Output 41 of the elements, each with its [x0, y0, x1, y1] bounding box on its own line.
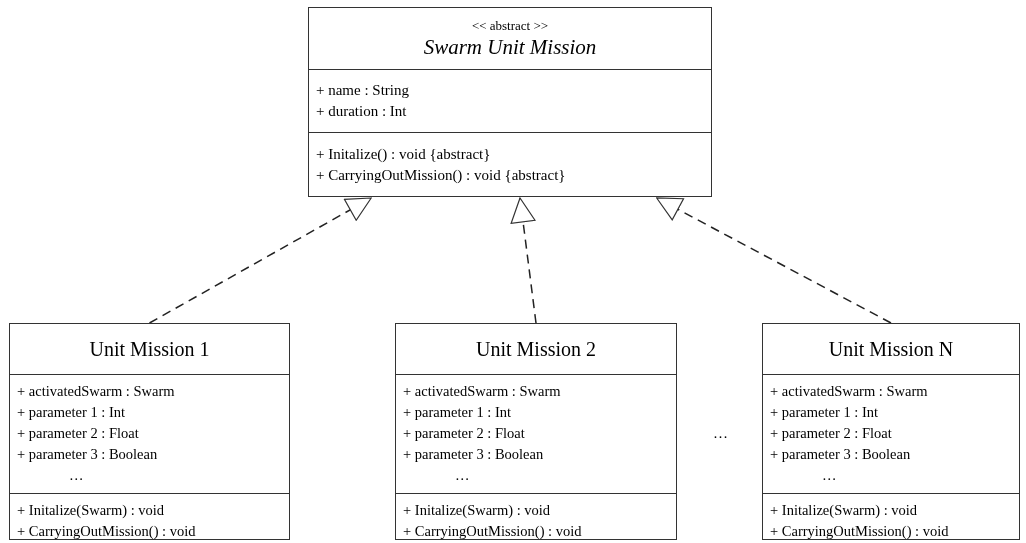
- class-member: + name : String: [316, 81, 410, 100]
- class-compartment: [10, 493, 289, 539]
- class-member: + parameter 1 : Int: [17, 403, 126, 422]
- class-compartment: [396, 493, 676, 539]
- class-member: + parameter 2 : Float: [17, 424, 139, 443]
- class-member: + parameter 2 : Float: [403, 424, 525, 443]
- class-member: + CarryingOutMission() : void: [770, 522, 949, 541]
- class-member: + parameter 3 : Boolean: [770, 445, 911, 464]
- class-member: + Initalize(Swarm) : void: [17, 501, 165, 520]
- class-member: + CarryingOutMission() : void: [403, 522, 582, 541]
- class-member: + parameter 1 : Int: [403, 403, 512, 422]
- class-member: + CarryingOutMission() : void {abstract}: [316, 165, 566, 185]
- class-name: Unit Mission 1: [89, 337, 210, 362]
- class-box: [9, 323, 290, 540]
- class-member: + activatedSwarm : Swarm: [403, 382, 561, 401]
- class-member: + activatedSwarm : Swarm: [17, 382, 175, 401]
- realization-arrow: [510, 197, 537, 324]
- realization-arrow: [655, 197, 892, 324]
- class-compartment: [763, 493, 1019, 539]
- class-member: …: [455, 466, 470, 485]
- class-name: Swarm Unit Mission: [423, 33, 597, 60]
- realization-arrow: [148, 197, 372, 324]
- stereotype-label: << abstract >>: [471, 17, 549, 34]
- class-member: + parameter 1 : Int: [770, 403, 879, 422]
- class-member: + parameter 3 : Boolean: [403, 445, 544, 464]
- class-name: Unit Mission 2: [476, 337, 596, 362]
- class-member: + Initalize(Swarm) : void: [403, 501, 551, 520]
- class-member: + duration : Int: [316, 102, 407, 121]
- class-name: Unit Mission N: [828, 337, 954, 362]
- class-box: [395, 323, 677, 540]
- ellipsis-label: …: [713, 424, 728, 443]
- class-member: + parameter 3 : Boolean: [17, 445, 158, 464]
- class-box: [762, 323, 1020, 540]
- class-box: [308, 7, 712, 197]
- class-member: …: [822, 466, 837, 485]
- class-member: + Initalize() : void {abstract}: [316, 144, 491, 164]
- class-member: + activatedSwarm : Swarm: [770, 382, 928, 401]
- class-member: …: [69, 466, 84, 485]
- class-member: + parameter 2 : Float: [770, 424, 892, 443]
- class-member: + Initalize(Swarm) : void: [770, 501, 918, 520]
- class-member: + CarryingOutMission() : void: [17, 522, 196, 541]
